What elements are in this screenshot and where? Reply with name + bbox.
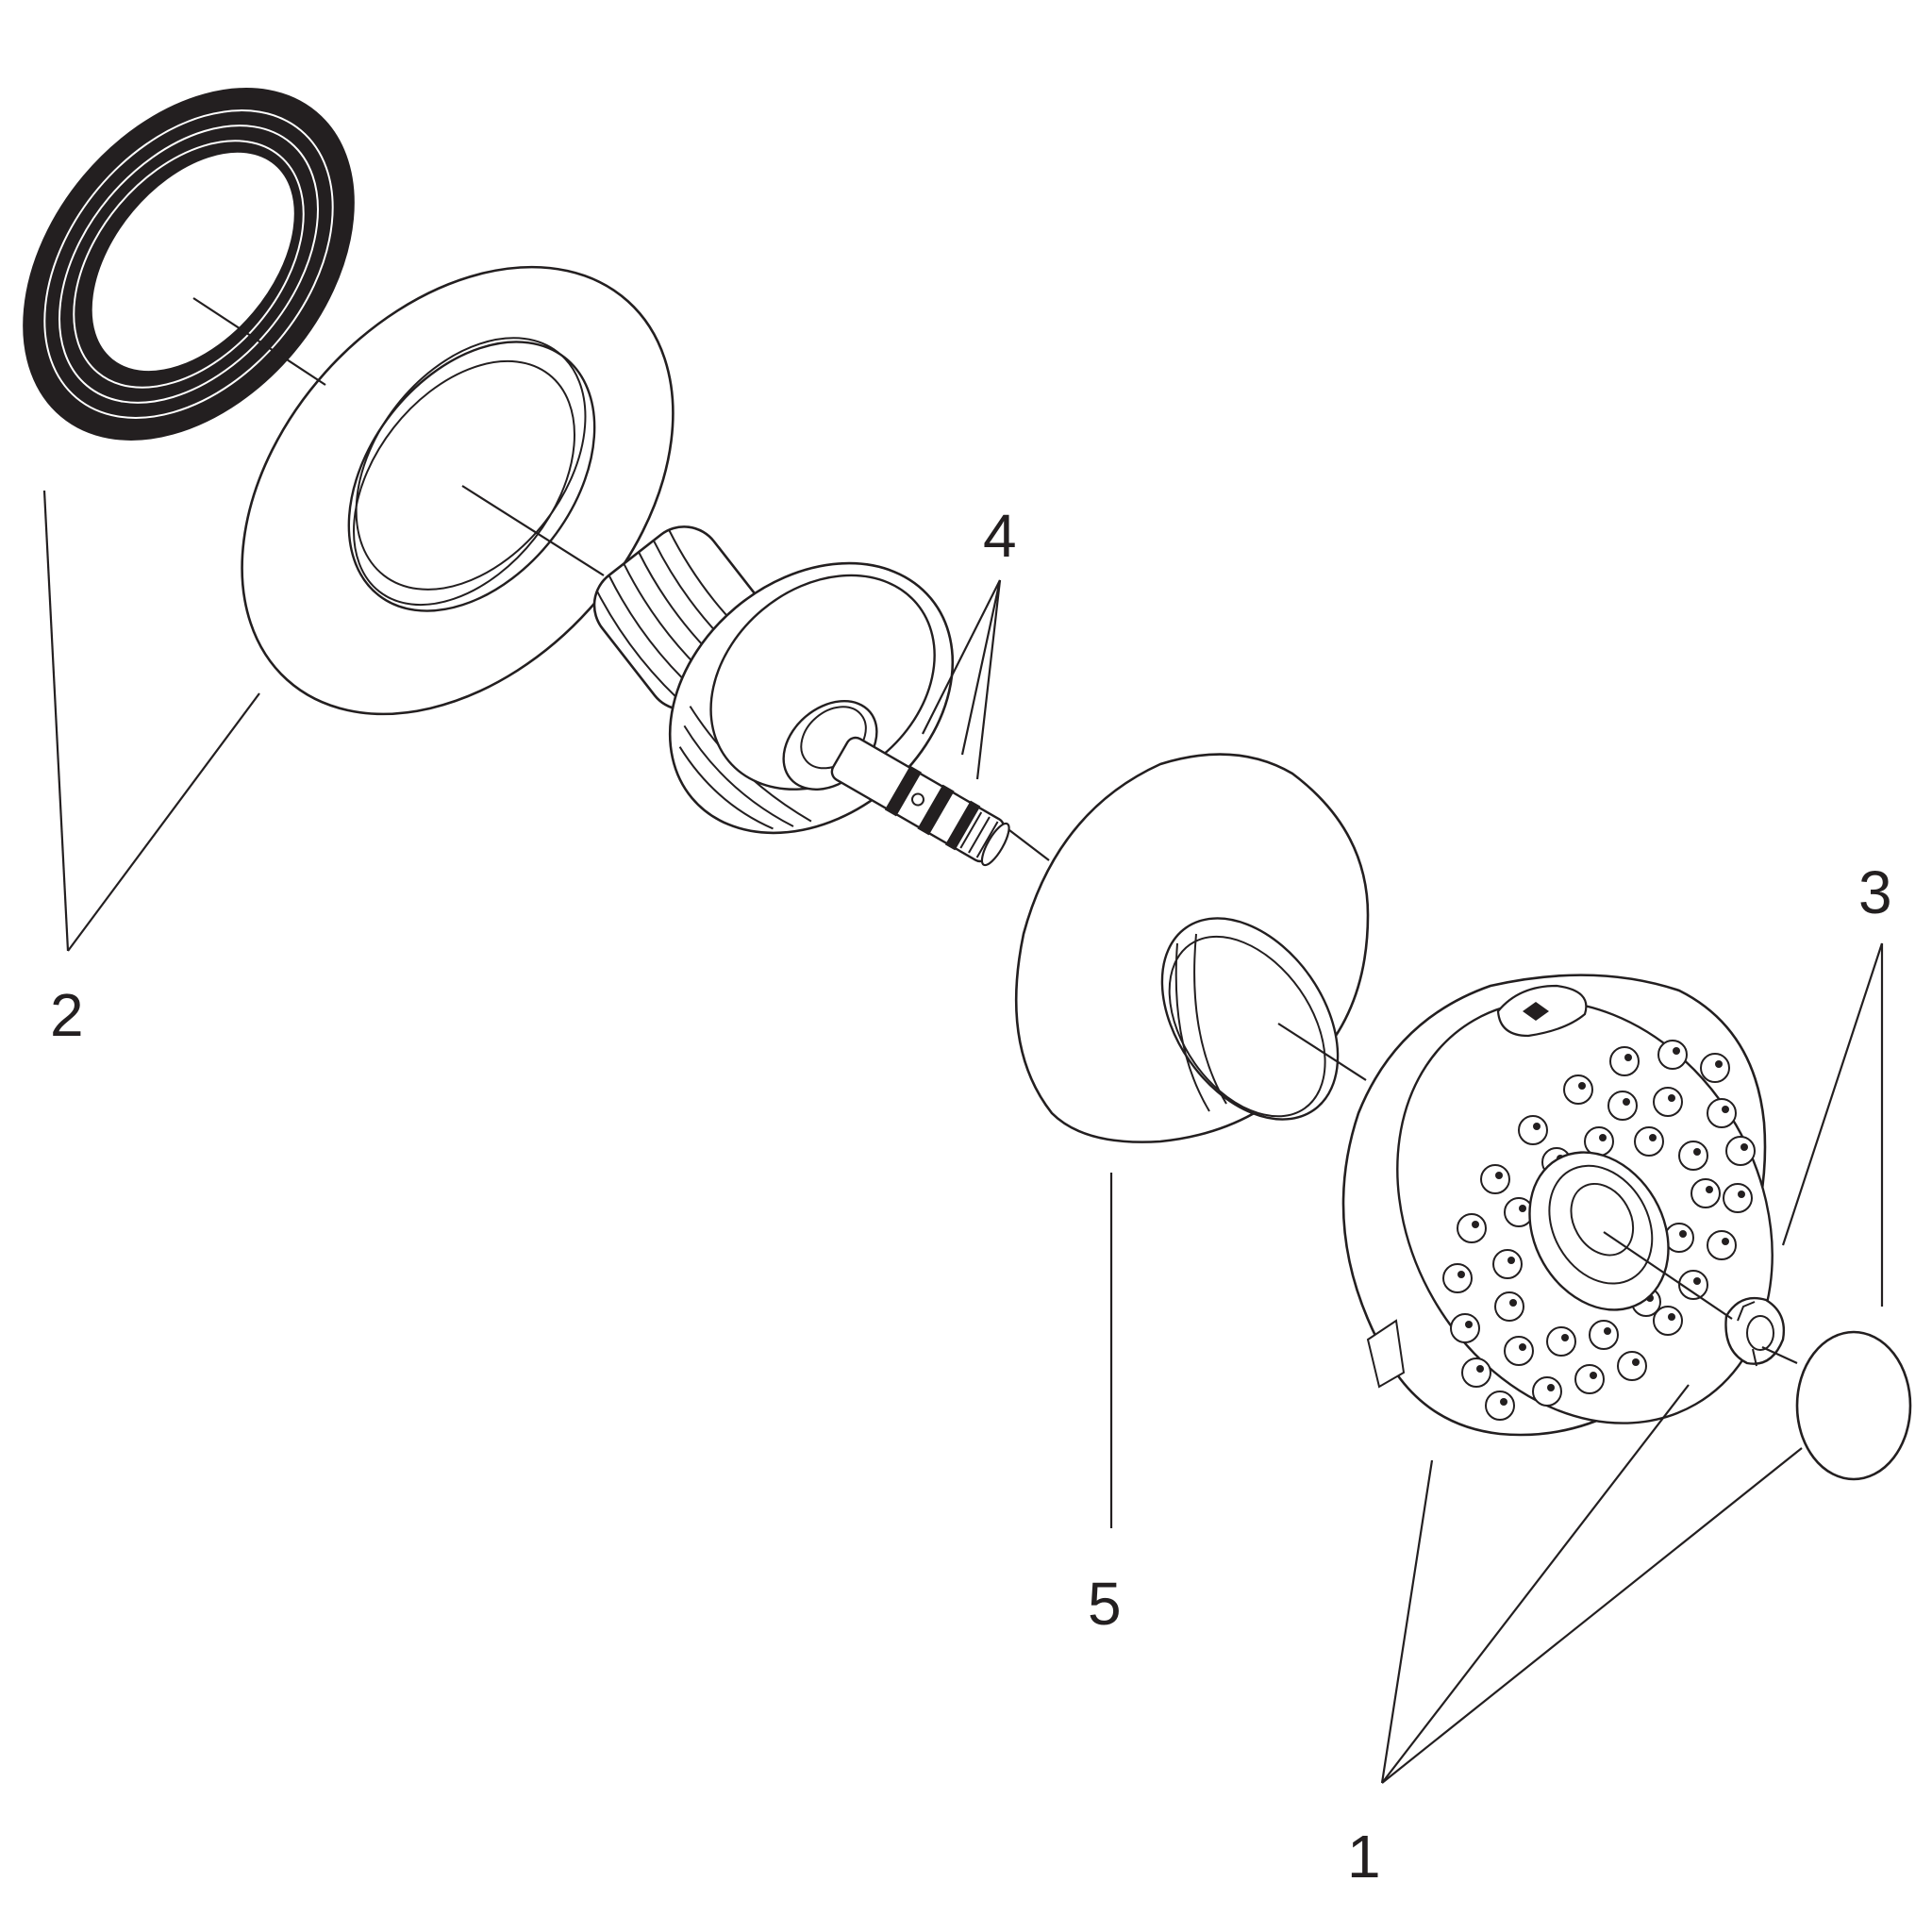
rubber-seal-ring (23, 88, 355, 441)
label-part-5: 5 (1088, 1570, 1122, 1638)
valve-stem (830, 736, 1010, 867)
axis-line-seal (192, 297, 326, 386)
axis-line-rosette (461, 485, 605, 576)
axis-line-nut (1761, 1346, 1798, 1364)
label-part-1: 1 (1347, 1823, 1381, 1890)
label-part-3: 3 (1858, 858, 1892, 926)
dome-cover (1014, 753, 1370, 1143)
callout-leaders (42, 490, 1884, 1784)
wall-rosette (241, 265, 675, 716)
axis-line-dome (1277, 1023, 1367, 1081)
spray-nozzles (1442, 1040, 1756, 1421)
locking-nut (1724, 1296, 1786, 1367)
end-cap (1795, 1330, 1912, 1481)
label-part-4: 4 (983, 502, 1017, 570)
shower-head (1341, 974, 1774, 1437)
axis-line-hub (1603, 1231, 1733, 1320)
label-part-2: 2 (50, 981, 84, 1049)
axis-line-stem (1008, 829, 1050, 861)
threaded-connector (592, 525, 955, 835)
